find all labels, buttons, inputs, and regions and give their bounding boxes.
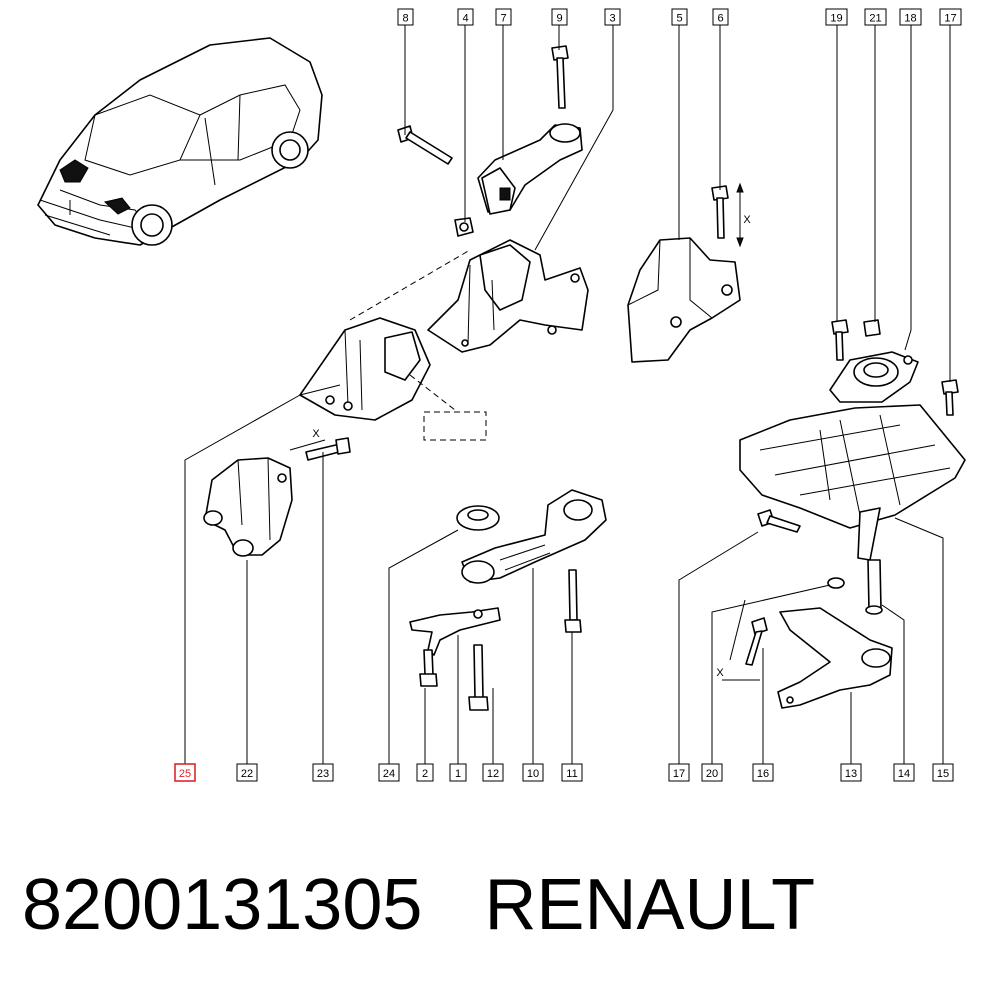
callout-4-label: 4 — [462, 13, 468, 25]
dimension-label-middle: X — [312, 428, 320, 440]
callout-17-top-label: 17 — [944, 13, 956, 25]
part-6-bolt — [711, 185, 729, 239]
callout-16[interactable]: 16 — [752, 763, 774, 782]
callout-4[interactable]: 4 — [457, 8, 474, 26]
callout-1[interactable]: 1 — [449, 763, 467, 782]
part-22-mount — [203, 457, 293, 557]
part-19-bolt — [831, 319, 849, 361]
callout-6[interactable]: 6 — [712, 8, 729, 26]
part-7-torque-rod — [477, 123, 583, 215]
callout-12-label: 12 — [487, 768, 499, 780]
callout-25-highlighted[interactable]: 25 — [174, 763, 196, 782]
callout-11-label: 11 — [566, 768, 577, 780]
part-17-bolt-lower — [757, 509, 801, 533]
part-4-nut — [454, 217, 474, 237]
callout-19[interactable]: 19 — [825, 8, 848, 26]
leader-lines — [184, 25, 951, 764]
part-1-bracket — [409, 607, 501, 656]
part-2-bolt — [419, 649, 438, 687]
part-13-lower-arm — [777, 607, 893, 709]
callout-9[interactable]: 9 — [551, 8, 568, 26]
callout-14-label: 14 — [898, 768, 910, 780]
callout-7[interactable]: 7 — [495, 8, 512, 26]
callout-3[interactable]: 3 — [604, 8, 621, 26]
part-number: 8200131305 — [22, 865, 423, 945]
part-16-bolt — [722, 599, 768, 681]
part-11-bolt — [564, 569, 582, 633]
part-24-washer — [456, 505, 500, 531]
callout-17-top[interactable]: 17 — [939, 8, 962, 26]
part-10-lower-torque-rod — [461, 489, 607, 584]
callout-19-label: 19 — [830, 13, 842, 25]
car-illustration — [37, 37, 323, 246]
callout-8-label: 8 — [402, 13, 408, 25]
callout-3-label: 3 — [609, 13, 615, 25]
callout-22-label: 22 — [241, 768, 253, 780]
callout-15-label: 15 — [937, 768, 949, 780]
callout-13[interactable]: 13 — [840, 763, 862, 782]
callout-21-label: 21 — [869, 13, 881, 25]
callout-17-bottom[interactable]: 17 — [668, 763, 690, 782]
callout-11[interactable]: 11 — [561, 763, 583, 782]
callout-8[interactable]: 8 — [397, 8, 414, 26]
callout-25-label: 25 — [179, 768, 191, 780]
exploded-parts-diagram: X X X 8 4 7 9 3 5 6 19 21 18 17 25 22 23… — [37, 8, 966, 782]
callout-7-label: 7 — [500, 13, 506, 25]
callout-6-label: 6 — [717, 13, 723, 25]
callout-12[interactable]: 12 — [482, 763, 504, 782]
callout-1-label: 1 — [455, 768, 461, 780]
part-3-upper-mount — [427, 239, 589, 353]
part-14-pin — [865, 559, 883, 615]
part-12-bolt — [468, 644, 489, 711]
callout-20[interactable]: 20 — [701, 763, 723, 782]
callout-9-label: 9 — [556, 13, 562, 25]
part-21-nut — [863, 319, 881, 337]
part-5-bracket — [627, 182, 744, 363]
callout-23[interactable]: 23 — [312, 763, 334, 782]
brand-name: RENAULT — [484, 865, 816, 945]
callout-18-label: 18 — [904, 13, 916, 25]
callout-5-label: 5 — [676, 13, 682, 25]
part-18-mount — [829, 351, 919, 403]
callout-15[interactable]: 15 — [932, 763, 954, 782]
callout-23-label: 23 — [317, 768, 329, 780]
callout-17-bottom-label: 17 — [673, 768, 685, 780]
part-20-washer — [827, 577, 845, 589]
callout-10-label: 10 — [527, 768, 539, 780]
callout-18[interactable]: 18 — [899, 8, 922, 26]
part-9-bolt — [551, 45, 569, 109]
part-25-engine-mount — [299, 249, 487, 441]
callout-2[interactable]: 2 — [416, 763, 434, 782]
subframe-tray — [739, 404, 966, 561]
callout-10[interactable]: 10 — [522, 763, 544, 782]
part-23-bolt — [289, 437, 351, 461]
callout-24[interactable]: 24 — [378, 763, 400, 782]
callout-20-label: 20 — [706, 768, 718, 780]
footer-caption: 8200131305 RENAULT — [22, 860, 815, 950]
dimension-label-bottom: X — [716, 667, 724, 679]
callout-5[interactable]: 5 — [671, 8, 688, 26]
part-17-bolt-upper — [941, 379, 959, 416]
callout-13-label: 13 — [845, 768, 857, 780]
callout-16-label: 16 — [757, 768, 769, 780]
part-8-bolt — [397, 125, 453, 165]
callout-21[interactable]: 21 — [864, 8, 887, 26]
dimension-label-top: X — [743, 214, 751, 226]
callout-2-label: 2 — [422, 768, 428, 780]
callout-22[interactable]: 22 — [236, 763, 258, 782]
callout-14[interactable]: 14 — [893, 763, 915, 782]
callout-24-label: 24 — [383, 768, 395, 780]
